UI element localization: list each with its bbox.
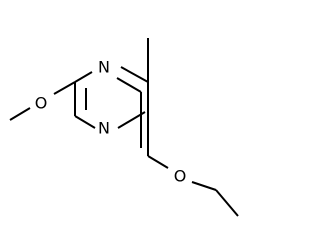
bond-o-ch3-methoxy	[9, 107, 31, 121]
bond-o-ch2-ethoxy	[191, 181, 217, 191]
bond-n1-c2	[74, 71, 93, 83]
atom-label-n1: N	[98, 58, 110, 77]
bond-ch2-ch3-ethoxy	[215, 189, 239, 217]
molecule-structure: N N O O	[9, 38, 239, 217]
bond-c4-o-ethoxy	[147, 155, 169, 169]
bond-c4-n1-double-b	[116, 77, 142, 93]
atom-label-o-methoxy: O	[35, 94, 48, 113]
bond-n3-c4	[74, 115, 96, 129]
bond-c4-n1-double-a	[120, 66, 149, 83]
bond-c2-o-methoxy	[53, 81, 76, 95]
atom-label-o-ethoxy: O	[174, 167, 187, 186]
atom-label-n3: N	[98, 119, 110, 138]
